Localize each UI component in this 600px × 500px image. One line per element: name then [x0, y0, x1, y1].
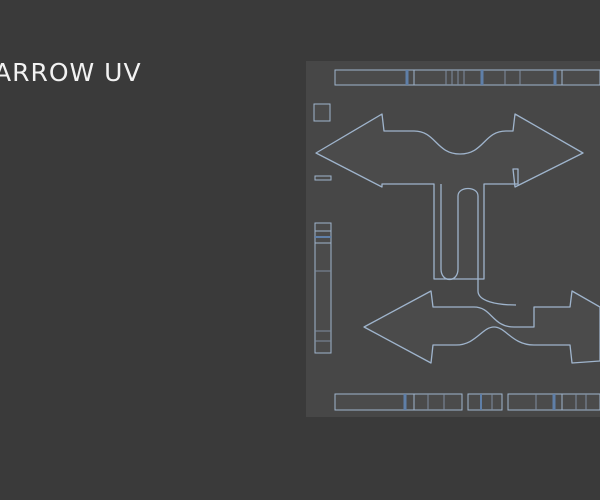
uv-viewport[interactable]: [306, 61, 600, 417]
uv-island-top-strip[interactable]: [334, 69, 600, 86]
uv-island-lower-arrow[interactable]: [363, 290, 600, 364]
uv-island-square[interactable]: [313, 103, 331, 122]
uv-island-upper-arrow[interactable]: [315, 113, 584, 280]
uv-island-left-strip[interactable]: [314, 222, 332, 354]
uv-island-small-bar[interactable]: [314, 175, 332, 181]
uv-island-center-channel[interactable]: [440, 184, 517, 306]
uv-island-bottom-strip[interactable]: [334, 393, 600, 411]
page-title: ARROW UV: [0, 58, 142, 87]
